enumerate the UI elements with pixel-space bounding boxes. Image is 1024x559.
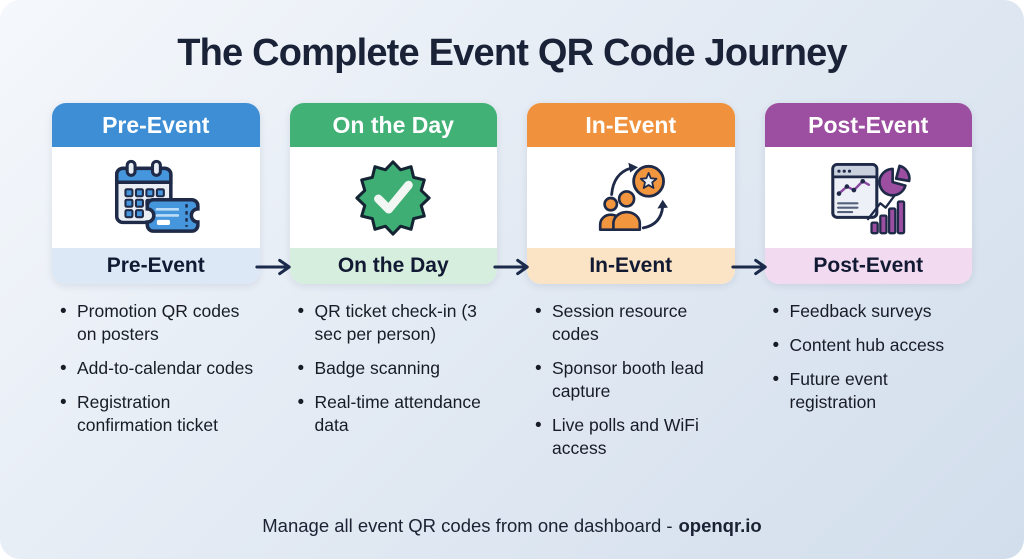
bullet-item: Feedback surveys bbox=[773, 299, 973, 324]
bullet-item: Add-to-calendar codes bbox=[60, 356, 260, 381]
stage-header: Pre-Event bbox=[52, 103, 260, 147]
checkmark-seal-icon bbox=[355, 159, 431, 236]
stage-card: On the Day On the Day bbox=[289, 103, 497, 284]
stage-label: Post-Event bbox=[764, 248, 972, 284]
stage-label: In-Event bbox=[527, 248, 735, 284]
analytics-charts-icon bbox=[831, 162, 911, 234]
stage-card: Pre-Event bbox=[52, 103, 260, 284]
bullet-item: Real-time attendance data bbox=[298, 390, 498, 437]
bullet-item: Badge scanning bbox=[298, 356, 498, 381]
brand-name: openqr.io bbox=[678, 515, 762, 536]
stage-label: On the Day bbox=[289, 248, 497, 284]
bullet-item: Session resource codes bbox=[535, 299, 735, 346]
stages-row: Pre-Event bbox=[0, 103, 1024, 472]
bullet-item: Registration confirmation ticket bbox=[60, 390, 260, 437]
bottom-note: Manage all event QR codes from one dashb… bbox=[0, 515, 1024, 537]
bullet-item: Sponsor booth lead capture bbox=[535, 356, 735, 403]
page-title: The Complete Event QR Code Journey bbox=[177, 32, 847, 74]
stage-card: Post-Event bbox=[764, 103, 972, 284]
stage-label: Pre-Event bbox=[52, 248, 260, 284]
stage-card: In-Event In-Event bbox=[527, 103, 735, 284]
bullet-item: Promotion QR codes on posters bbox=[60, 299, 260, 346]
arrow-right-icon bbox=[255, 258, 293, 281]
stage-header: On the Day bbox=[289, 103, 497, 147]
bullet-item: Content hub access bbox=[773, 333, 973, 358]
bullet-item: QR ticket check-in (3 sec per person) bbox=[298, 299, 498, 346]
stage-header: In-Event bbox=[527, 103, 735, 147]
stage-icon-area bbox=[52, 147, 260, 248]
stage-post-event: Post-Event bbox=[764, 103, 973, 472]
stage-in-event: In-Event In-Event bbox=[527, 103, 735, 472]
stage-icon-area bbox=[764, 147, 972, 248]
attendees-star-icon bbox=[598, 162, 668, 231]
arrow-right-icon bbox=[493, 258, 531, 281]
stage-bullets: Session resource codes Sponsor booth lea… bbox=[527, 299, 735, 472]
stage-pre-event: Pre-Event bbox=[52, 103, 260, 472]
stage-on-the-day: On the Day On the Day QR ticket check-in… bbox=[289, 103, 498, 472]
stage-icon-area bbox=[289, 147, 497, 248]
calendar-ticket-icon bbox=[114, 159, 200, 233]
arrow-right-icon bbox=[730, 258, 769, 281]
stage-bullets: QR ticket check-in (3 sec per person) Ba… bbox=[290, 299, 498, 448]
bottom-note-text: Manage all event QR codes from one dashb… bbox=[262, 515, 673, 536]
stage-bullets: Feedback surveys Content hub access Futu… bbox=[765, 299, 973, 425]
stage-icon-area bbox=[527, 147, 735, 248]
bullet-item: Live polls and WiFi access bbox=[535, 413, 735, 460]
bullet-item: Future event registration bbox=[773, 367, 973, 414]
stage-bullets: Promotion QR codes on posters Add-to-cal… bbox=[52, 299, 260, 448]
stage-header: Post-Event bbox=[764, 103, 972, 147]
